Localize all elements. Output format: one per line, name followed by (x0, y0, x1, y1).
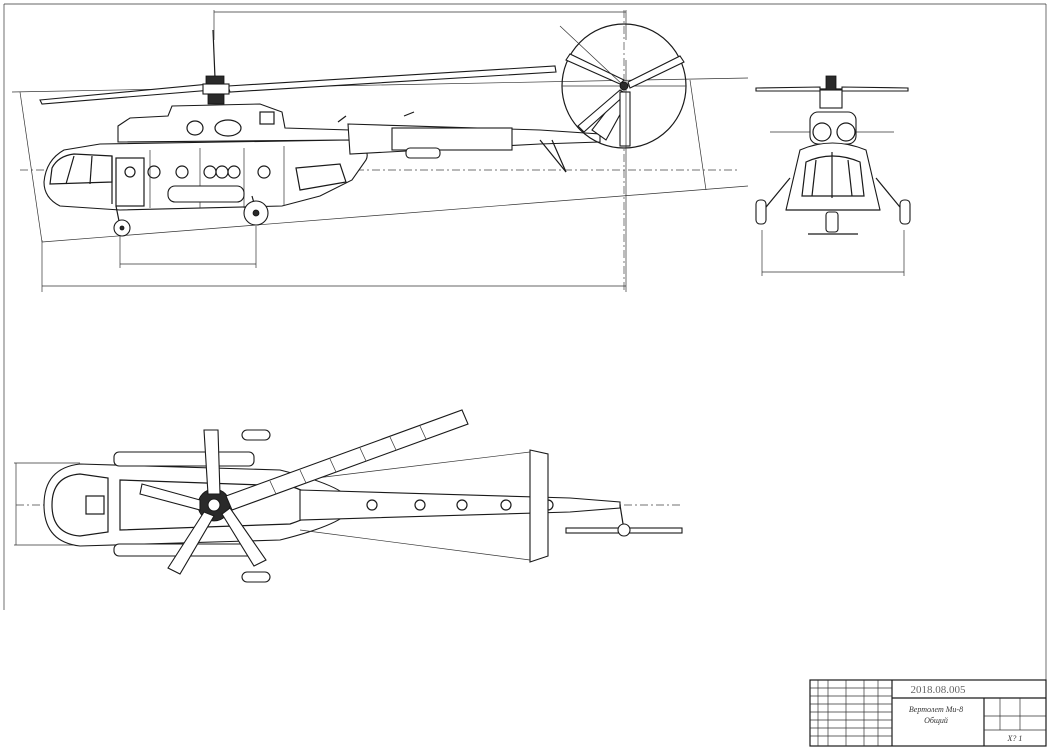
top-view (14, 409, 683, 583)
front-view (755, 75, 911, 276)
sheet-frame (3, 3, 1047, 747)
title-block: 2018.08.005 Вертолет Ми-8 Общий Х? 1 (809, 679, 1047, 747)
side-view (11, 10, 749, 292)
drawing-name-line-1: Вертолет Ми-8 (909, 705, 963, 714)
drawing-name-line-2: Общий (924, 716, 948, 725)
document-code: 2018.08.005 (911, 684, 967, 696)
sheet-number: Х? 1 (1007, 734, 1023, 743)
